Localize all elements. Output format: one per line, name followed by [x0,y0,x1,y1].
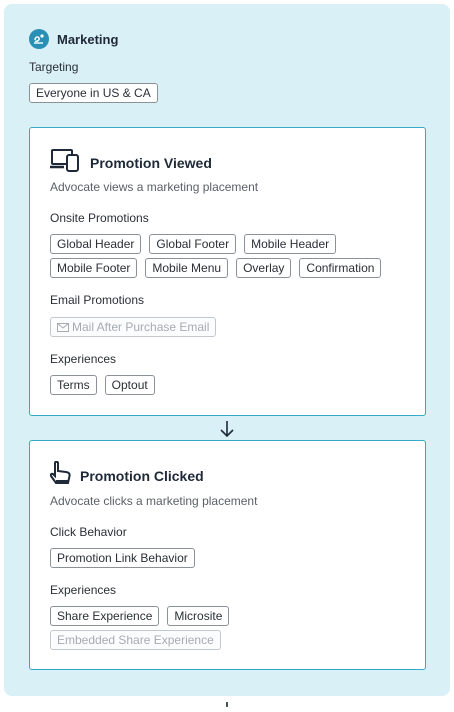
promotion-clicked-header: Promotion Clicked [49,460,204,490]
arrow-down-icon [218,420,236,443]
onsite-chip-mobile-footer[interactable]: Mobile Footer [50,258,138,278]
promotion-clicked-title: Promotion Clicked [80,467,204,484]
experience-chip-embedded-share[interactable]: Embedded Share Experience [50,630,221,650]
email-promotions-label: Email Promotions [50,293,145,307]
click-behavior-row: Promotion Link Behavior [50,548,195,568]
click-behavior-label: Click Behavior [50,525,127,539]
promotion-viewed-title: Promotion Viewed [90,154,212,171]
megaphone-icon [29,29,49,49]
arrow-down-icon-partial [222,694,232,712]
clicked-experiences-label: Experiences [50,583,117,597]
onsite-chip-mobile-header[interactable]: Mobile Header [244,234,337,254]
promotion-clicked-card[interactable]: Promotion Clicked Advocate clicks a mark… [29,440,426,670]
promotion-viewed-header: Promotion Viewed [50,148,212,177]
onsite-promotions-row-1: Global Header Global Footer Mobile Heade… [50,234,337,254]
pointer-hand-icon [49,460,72,490]
onsite-chip-mobile-menu[interactable]: Mobile Menu [145,258,229,278]
panel-title: Marketing [57,31,119,47]
devices-icon [50,148,82,177]
onsite-chip-overlay[interactable]: Overlay [236,258,292,278]
clicked-experiences-row-2: Embedded Share Experience [50,630,221,650]
onsite-chip-global-footer[interactable]: Global Footer [149,234,237,254]
targeting-label: Targeting [29,60,79,74]
viewed-experiences-label: Experiences [50,352,117,366]
promotion-viewed-description: Advocate views a marketing placement [50,180,259,194]
experience-chip-share-experience[interactable]: Share Experience [50,606,160,626]
experience-chip-optout[interactable]: Optout [104,375,155,395]
promotion-clicked-description: Advocate clicks a marketing placement [50,494,258,508]
promotion-viewed-card[interactable]: Promotion Viewed Advocate views a market… [29,127,426,416]
mail-icon [57,323,69,332]
email-chip-label: Mail After Purchase Email [72,320,210,334]
onsite-chip-confirmation[interactable]: Confirmation [299,258,382,278]
experience-chip-terms[interactable]: Terms [50,375,97,395]
onsite-promotions-row-2: Mobile Footer Mobile Menu Overlay Confir… [50,258,382,278]
email-promotions-row: Mail After Purchase Email [50,317,217,337]
email-chip-mail-after-purchase[interactable]: Mail After Purchase Email [50,317,217,337]
experience-chip-microsite[interactable]: Microsite [167,606,230,626]
panel-header: Marketing [29,29,118,49]
onsite-chip-global-header[interactable]: Global Header [50,234,142,254]
onsite-promotions-label: Onsite Promotions [50,211,149,225]
targeting-chip[interactable]: Everyone in US & CA [29,83,158,103]
viewed-experiences-row: Terms Optout [50,375,155,395]
click-chip-promotion-link-behavior[interactable]: Promotion Link Behavior [50,548,195,568]
clicked-experiences-row-1: Share Experience Microsite [50,606,230,626]
